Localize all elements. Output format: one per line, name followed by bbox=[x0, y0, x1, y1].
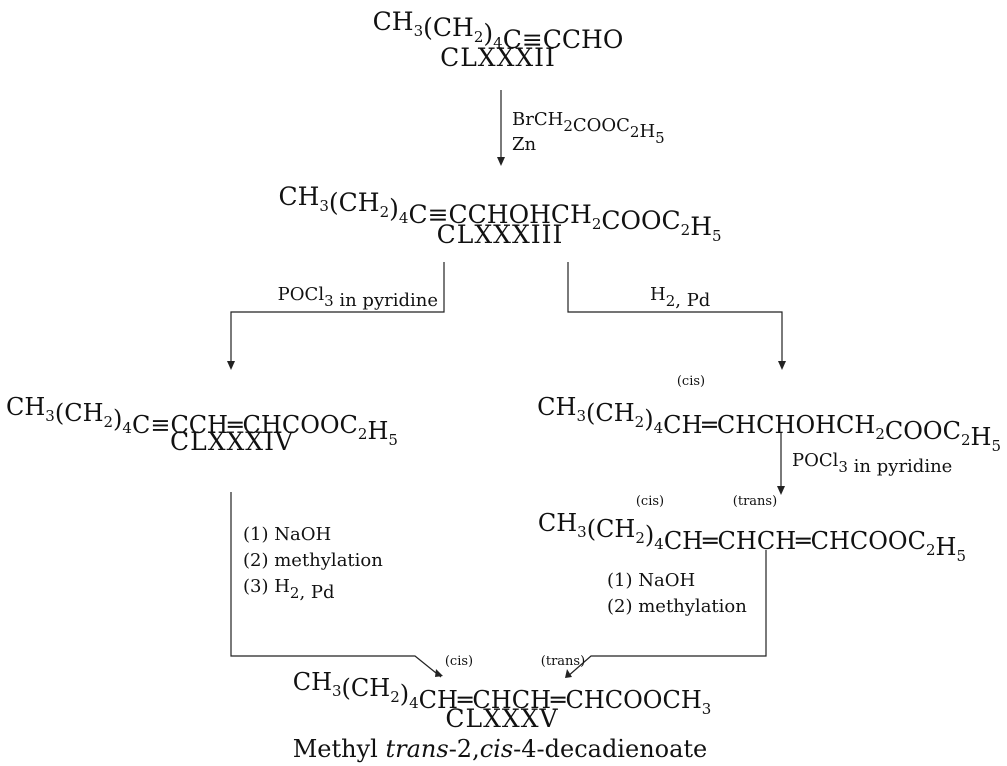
label-clxxxiii: CLXXXIII bbox=[437, 220, 564, 249]
formula-hydroxy-cis-ester: CH3(CH2)4CH═CHCHOHCH2COOC2H5 bbox=[537, 393, 1001, 455]
condition-left-step-2: (2) methylation bbox=[243, 550, 383, 571]
condition-bromoacetate: BrCH2COOC2H5 bbox=[512, 109, 665, 147]
label-clxxxiv: CLXXXIV bbox=[170, 427, 294, 456]
label-clxxxv: CLXXXV bbox=[445, 704, 558, 733]
formula-clxxxiii: CH3(CH2)4C≡CCHOHCH2COOC2H5 bbox=[278, 182, 721, 245]
label-clxxxii: CLXXXII bbox=[440, 43, 556, 72]
formula-ethyl-dienoate: CH3(CH2)4CH═CHCH═CHCOOC2H5 bbox=[538, 509, 966, 565]
arrow-reformatsky bbox=[497, 90, 505, 166]
tag-cis-dienoate: (cis) bbox=[636, 494, 664, 509]
tag-cis-hydroxy: (cis) bbox=[677, 374, 705, 389]
condition-right-step-2: (2) methylation bbox=[607, 596, 747, 617]
formula-clxxxv: CH3(CH2)4CH═CHCH═CHCOOCH3 bbox=[293, 668, 712, 718]
tag-trans-dienoate: (trans) bbox=[733, 494, 777, 509]
arrow-dehydration-right bbox=[777, 433, 785, 495]
condition-pocl3-right: POCl3 in pyridine bbox=[792, 450, 952, 477]
condition-h2-pd-right: H2, Pd bbox=[650, 284, 710, 311]
arrow-hydrogenation-right bbox=[567, 262, 786, 370]
condition-pocl3-left: POCl3 in pyridine bbox=[278, 284, 438, 311]
arrow-dehydration-left bbox=[227, 262, 445, 370]
condition-right-step-1: (1) NaOH bbox=[607, 570, 695, 591]
condition-left-step-3: (3) H2, Pd bbox=[243, 576, 335, 603]
arrow-right-to-clxxxv bbox=[565, 550, 767, 678]
tag-trans-clxxxv: (trans) bbox=[541, 654, 585, 669]
formula-clxxxiv: CH3(CH2)4C≡CCH═CHCOOC2H5 bbox=[6, 393, 398, 449]
compound-name-clxxxv: Methyl trans-2,cis-4-decadienoate bbox=[293, 735, 708, 763]
condition-zinc: Zn bbox=[512, 134, 537, 155]
tag-cis-clxxxv: (cis) bbox=[445, 654, 473, 669]
formula-clxxxii: CH3(CH2)4C≡CCHO bbox=[373, 7, 624, 54]
arrow-left-to-clxxxv bbox=[230, 492, 443, 678]
condition-left-step-1: (1) NaOH bbox=[243, 524, 331, 545]
